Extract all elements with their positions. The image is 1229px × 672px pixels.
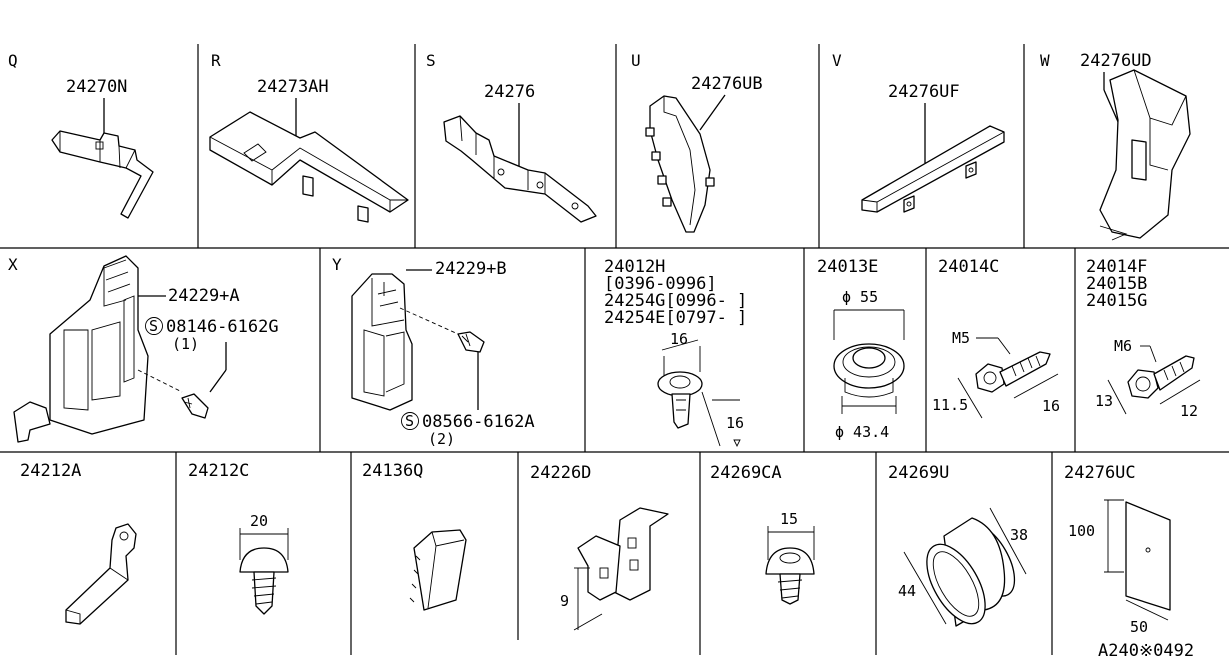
part-number-24014f: 24014F <box>1086 257 1147 277</box>
bracket-24276ud-drawing <box>1099 69 1191 241</box>
part-number-24254g: 24254G[0996- ] <box>604 291 747 311</box>
dimension-length-24014f: 12 <box>1180 402 1198 420</box>
panel-letter-q: Q <box>8 51 18 70</box>
bolt-24014f-drawing <box>1107 345 1201 415</box>
part-number-24212a: 24212A <box>20 461 81 481</box>
panel-letter-w: W <box>1040 51 1050 70</box>
standard-part-symbol-x <box>145 317 163 335</box>
part-number-24276ud: 24276UD <box>1080 51 1152 71</box>
bolt-quantity-y: (2) <box>428 430 455 448</box>
dimension-44-24269u: 44 <box>898 582 916 600</box>
part-number-24273ah: 24273AH <box>257 77 329 97</box>
panel-q: Q 24270N <box>8 51 154 219</box>
panel-y: Y 24229+B S 08566-6162A (2) <box>332 255 535 448</box>
bracket-24270n-drawing <box>51 130 154 219</box>
part-number-24276ub: 24276UB <box>691 74 763 94</box>
clip-24212c-drawing <box>239 528 289 615</box>
duct-24273ah-drawing <box>209 111 409 223</box>
thread-size-m5: M5 <box>952 329 970 347</box>
standard-part-symbol-y-letter: S <box>405 412 414 430</box>
dimension-inner-diameter: ϕ 43.4 <box>835 423 889 441</box>
grid-dividers <box>0 44 1229 655</box>
dimension-width-24012h: 16 <box>670 330 688 348</box>
panel-24212c: 24212C 20 <box>188 461 289 615</box>
cover-24276ub-drawing <box>645 95 715 233</box>
part-number-24226d: 24226D <box>530 463 591 483</box>
plug-24269u-drawing <box>903 507 1027 627</box>
standard-part-symbol-y <box>401 412 419 430</box>
part-number-24013e: 24013E <box>817 257 878 277</box>
drawing-code: A240※0492 <box>1098 641 1194 661</box>
grommet-24013e-drawing <box>833 309 905 414</box>
part-number-24136q: 24136Q <box>362 461 423 481</box>
dimension-outer-diameter: ϕ 55 <box>842 288 878 306</box>
dimension-24226d: 9 <box>560 592 569 610</box>
part-number-24269u: 24269U <box>888 463 949 483</box>
dimension-height-24012h: 16 <box>726 414 744 432</box>
part-number-24276uc: 24276UC <box>1064 463 1136 483</box>
panel-24269ca: 24269CA 15 <box>710 463 815 605</box>
panel-s: S 24276 <box>426 51 597 223</box>
part-number-24229a: 24229+A <box>168 286 240 306</box>
panel-24269u: 24269U 44 38 <box>888 463 1028 627</box>
panel-v: V 24276UF <box>832 51 1005 213</box>
panel-u: U 24276UB <box>631 51 763 233</box>
part-number-24254e: 24254E[0797- ] <box>604 308 747 328</box>
panel-x: X 24229+A S 08146-6162G (1) <box>8 255 279 443</box>
panel-letter-y: Y <box>332 255 342 274</box>
dimension-38-24269u: 38 <box>1010 526 1028 544</box>
part-number-24269ca: 24269CA <box>710 463 782 483</box>
part-number-24276uf: 24276UF <box>888 82 960 102</box>
clip-24212a-drawing <box>65 523 137 625</box>
part-number-24012h: 24012H <box>604 257 665 277</box>
dimension-head-24014c: 11.5 <box>932 396 968 414</box>
dimension-length-24014c: 16 <box>1042 397 1060 415</box>
dimension-head-24014f: 13 <box>1095 392 1113 410</box>
panel-letter-u: U <box>631 51 641 70</box>
tape-24276uc-drawing <box>1104 499 1171 621</box>
date-range-0396-0996: [0396-0996] <box>604 274 717 294</box>
clip-24269ca-drawing <box>765 526 815 605</box>
part-number-24270n: 24270N <box>66 77 127 97</box>
bracket-24229a-drawing <box>13 255 209 443</box>
bolt-number-08566-6162a: 08566-6162A <box>422 412 535 432</box>
dimension-height-24276uc: 100 <box>1068 522 1095 540</box>
bolt-quantity-x: (1) <box>172 335 199 353</box>
panel-letter-v: V <box>832 51 842 70</box>
panel-24276uc: 24276UC 100 50 <box>1064 463 1171 636</box>
part-number-24212c: 24212C <box>188 461 249 481</box>
clip-24136q-drawing <box>409 529 467 611</box>
bolt-number-08146-6162g: 08146-6162G <box>166 317 279 337</box>
panel-w: W 24276UD <box>1040 51 1191 241</box>
panel-letter-r: R <box>211 51 221 70</box>
panel-letter-s: S <box>426 51 436 70</box>
clip-24012h-drawing <box>657 339 741 448</box>
bracket-24226d-drawing <box>573 507 669 631</box>
panel-24013e: 24013E ϕ 55 ϕ 43.4 <box>817 257 905 441</box>
panel-letter-x: X <box>8 255 18 274</box>
part-number-24014c: 24014C <box>938 257 999 277</box>
part-number-24015g: 24015G <box>1086 291 1147 311</box>
part-number-24229b: 24229+B <box>435 259 507 279</box>
part-number-24276: 24276 <box>484 82 535 102</box>
panel-24212a: 24212A <box>20 461 137 625</box>
bolt-24014c-drawing <box>957 337 1059 419</box>
panel-24136q: 24136Q <box>362 461 467 611</box>
panel-24012h: 24012H [0396-0996] 24254G[0996- ] 24254E… <box>604 257 747 448</box>
panel-24226d: 24226D 9 <box>530 463 669 631</box>
panel-24014f: 24014F 24015B 24015G M6 13 12 <box>1086 257 1201 420</box>
bracket-24229b-drawing <box>351 273 485 411</box>
panel-24014c: 24014C M5 11.5 16 <box>932 257 1060 419</box>
dimension-24212c: 20 <box>250 512 268 530</box>
panel-r: R 24273AH <box>209 51 409 223</box>
standard-part-symbol-x-letter: S <box>149 317 158 335</box>
dimension-width-24276uc: 50 <box>1130 618 1148 636</box>
part-number-24015b: 24015B <box>1086 274 1147 294</box>
thread-size-m6: M6 <box>1114 337 1132 355</box>
channel-24276uf-drawing <box>861 125 1005 213</box>
dimension-24269ca: 15 <box>780 510 798 528</box>
channel-24276-drawing <box>443 115 597 223</box>
